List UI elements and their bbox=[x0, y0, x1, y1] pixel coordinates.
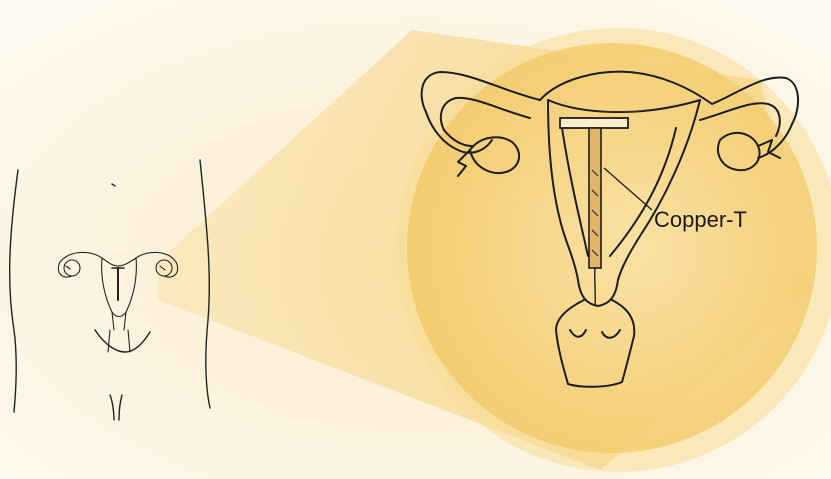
copper-t-label: Copper-T bbox=[654, 207, 747, 233]
